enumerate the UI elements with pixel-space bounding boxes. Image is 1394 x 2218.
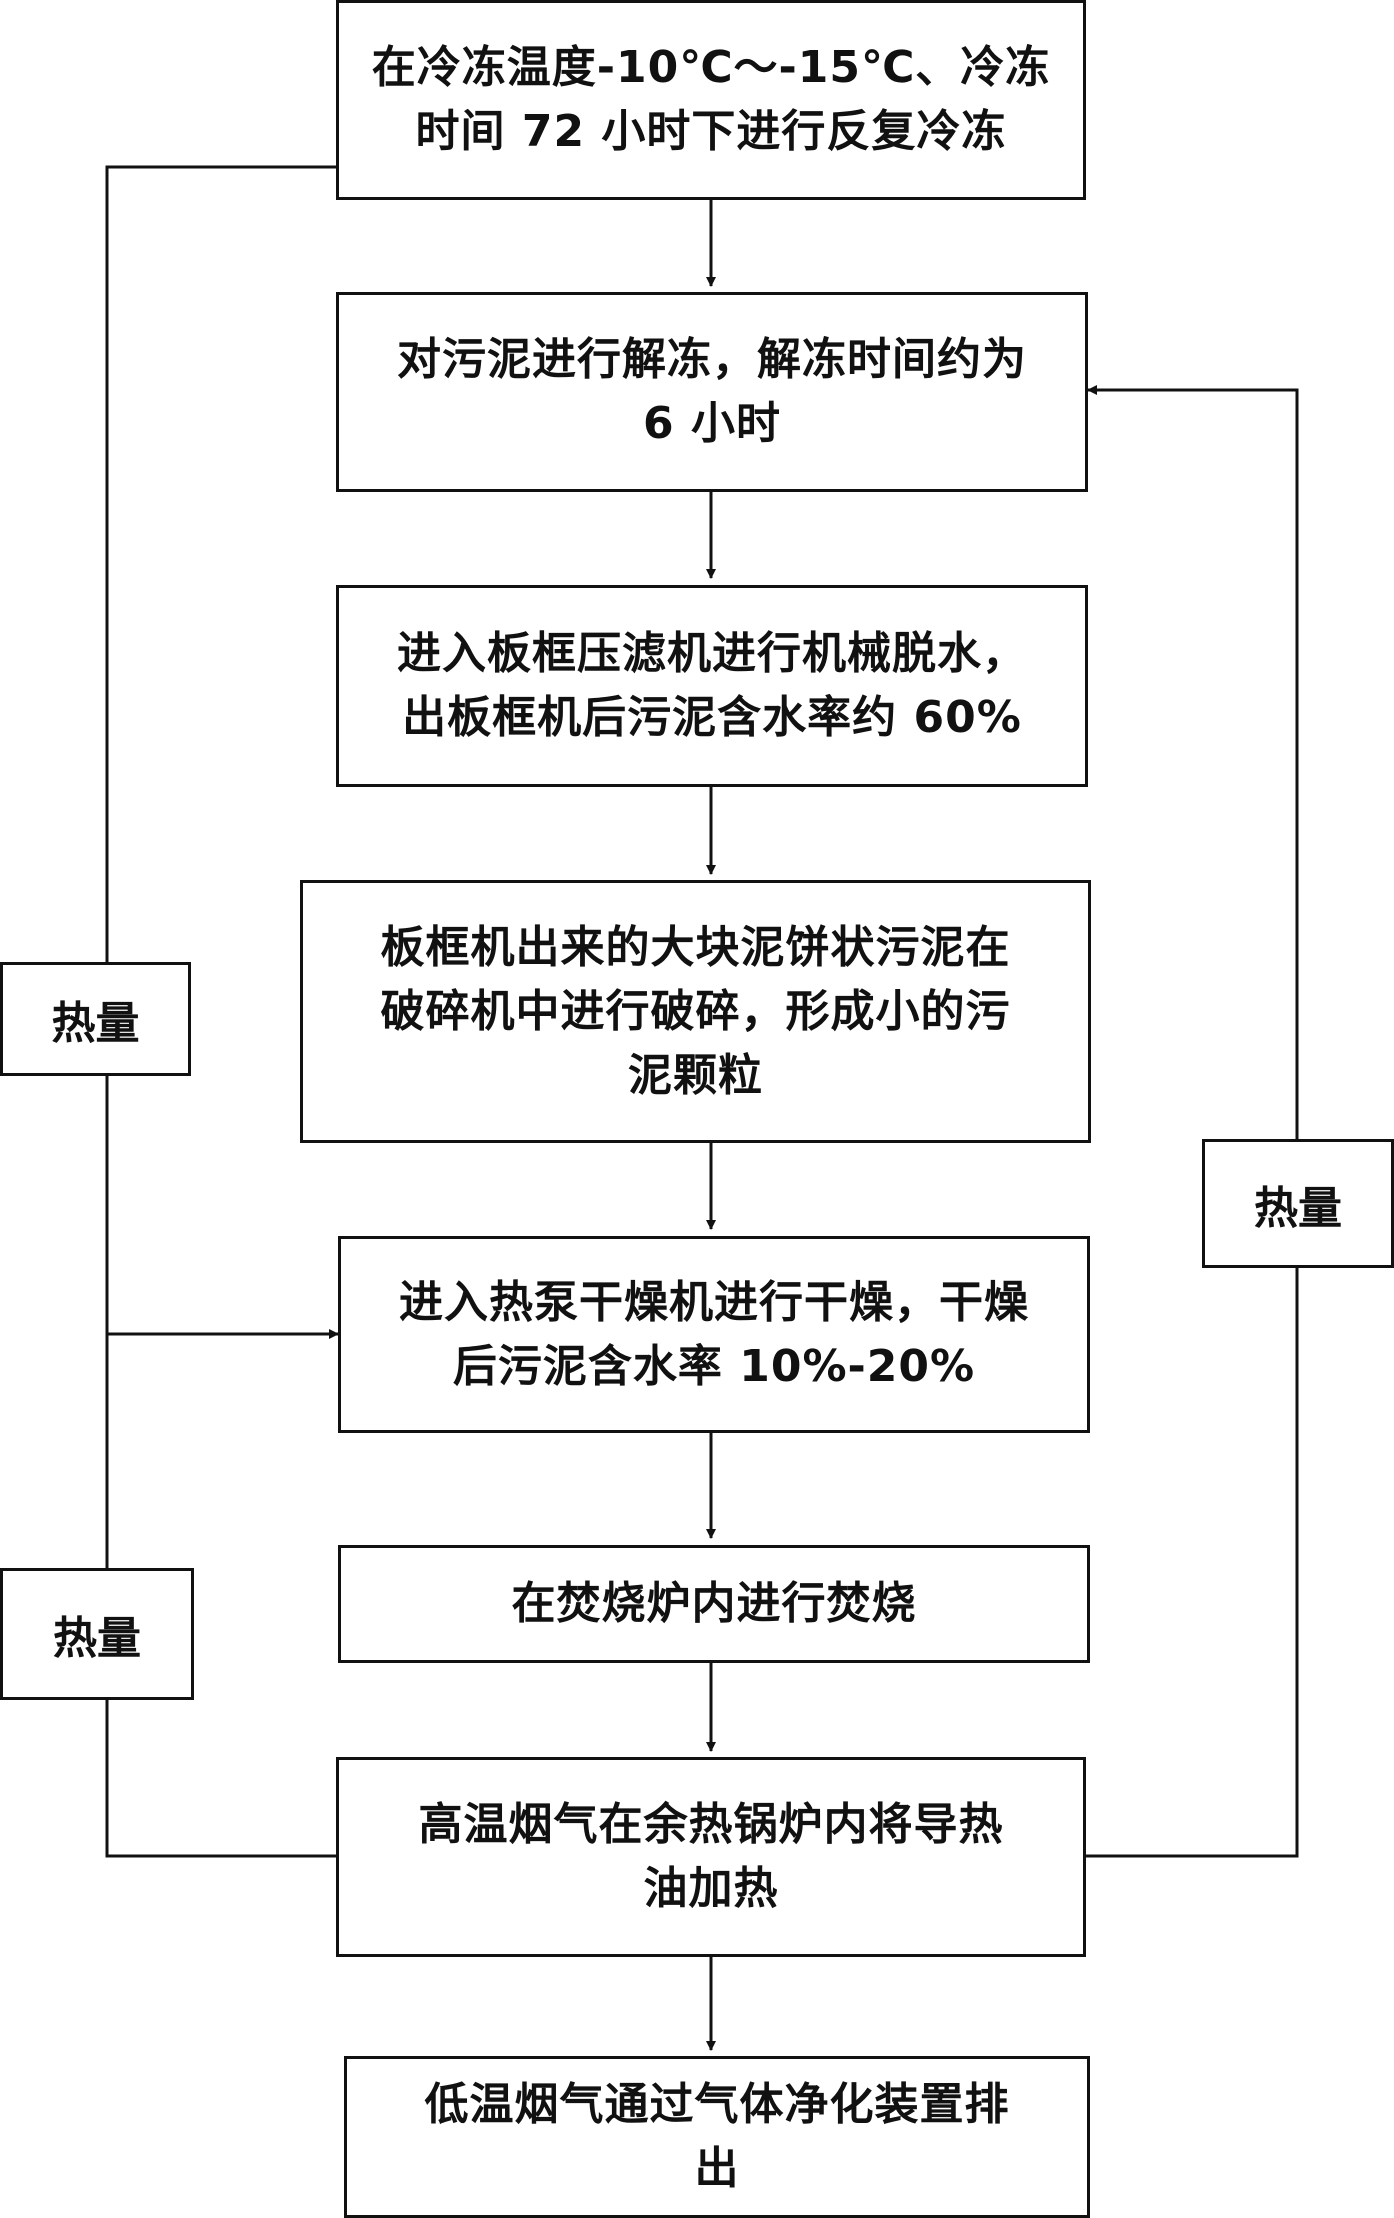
heat-label-left-top-text: 热量 — [51, 998, 140, 1049]
right-heat-line-lower — [1086, 1268, 1299, 1858]
step-incinerate-box: 在焚烧炉内进行焚烧 — [338, 1545, 1090, 1663]
step-exhaust-text: 低温烟气通过气体净化装置排 出 — [424, 2079, 1010, 2194]
step-freeze-box: 在冷冻温度-10℃～-15℃、冷冻 时间 72 小时下进行反复冷冻 — [336, 0, 1086, 200]
heat-label-left-bottom-text: 热量 — [53, 1613, 141, 1664]
step-thaw-box: 对污泥进行解冻，解冻时间约为 6 小时 — [336, 292, 1088, 492]
left-heat-line-boiler — [105, 1700, 336, 1858]
step-crush-box: 板框机出来的大块泥饼状污泥在 破碎机中进行破碎，形成小的污 泥颗粒 — [300, 880, 1091, 1143]
step-boiler-box: 高温烟气在余热锅炉内将导热 油加热 — [336, 1757, 1086, 1957]
step-press-text: 进入板框压滤机进行机械脱水， 出板框机后污泥含水率约 60% — [397, 628, 1027, 743]
left-heat-line-freeze — [105, 165, 336, 962]
heat-label-left-bottom: 热量 — [0, 1568, 194, 1700]
step-incinerate-text: 在焚烧炉内进行焚烧 — [511, 1578, 917, 1629]
heat-label-left-top: 热量 — [0, 962, 191, 1076]
heat-label-right: 热量 — [1202, 1139, 1394, 1268]
step-dry-box: 进入热泵干燥机进行干燥，干燥 后污泥含水率 10%-20% — [338, 1236, 1090, 1433]
step-boiler-text: 高温烟气在余热锅炉内将导热 油加热 — [418, 1799, 1004, 1914]
right-heat-line-upper — [1087, 385, 1299, 1139]
step-freeze-text: 在冷冻温度-10℃～-15℃、冷冻 时间 72 小时下进行反复冷冻 — [371, 42, 1051, 157]
step-dry-text: 进入热泵干燥机进行干燥，干燥 后污泥含水率 10%-20% — [399, 1276, 1029, 1392]
step-press-box: 进入板框压滤机进行机械脱水， 出板框机后污泥含水率约 60% — [336, 585, 1088, 787]
step-thaw-text: 对污泥进行解冻，解冻时间约为 6 小时 — [397, 334, 1027, 449]
step-exhaust-box: 低温烟气通过气体净化装置排 出 — [344, 2056, 1090, 2218]
step-crush-text: 板框机出来的大块泥饼状污泥在 破碎机中进行破碎，形成小的污 泥颗粒 — [380, 921, 1011, 1101]
heat-label-right-text: 热量 — [1254, 1182, 1342, 1234]
